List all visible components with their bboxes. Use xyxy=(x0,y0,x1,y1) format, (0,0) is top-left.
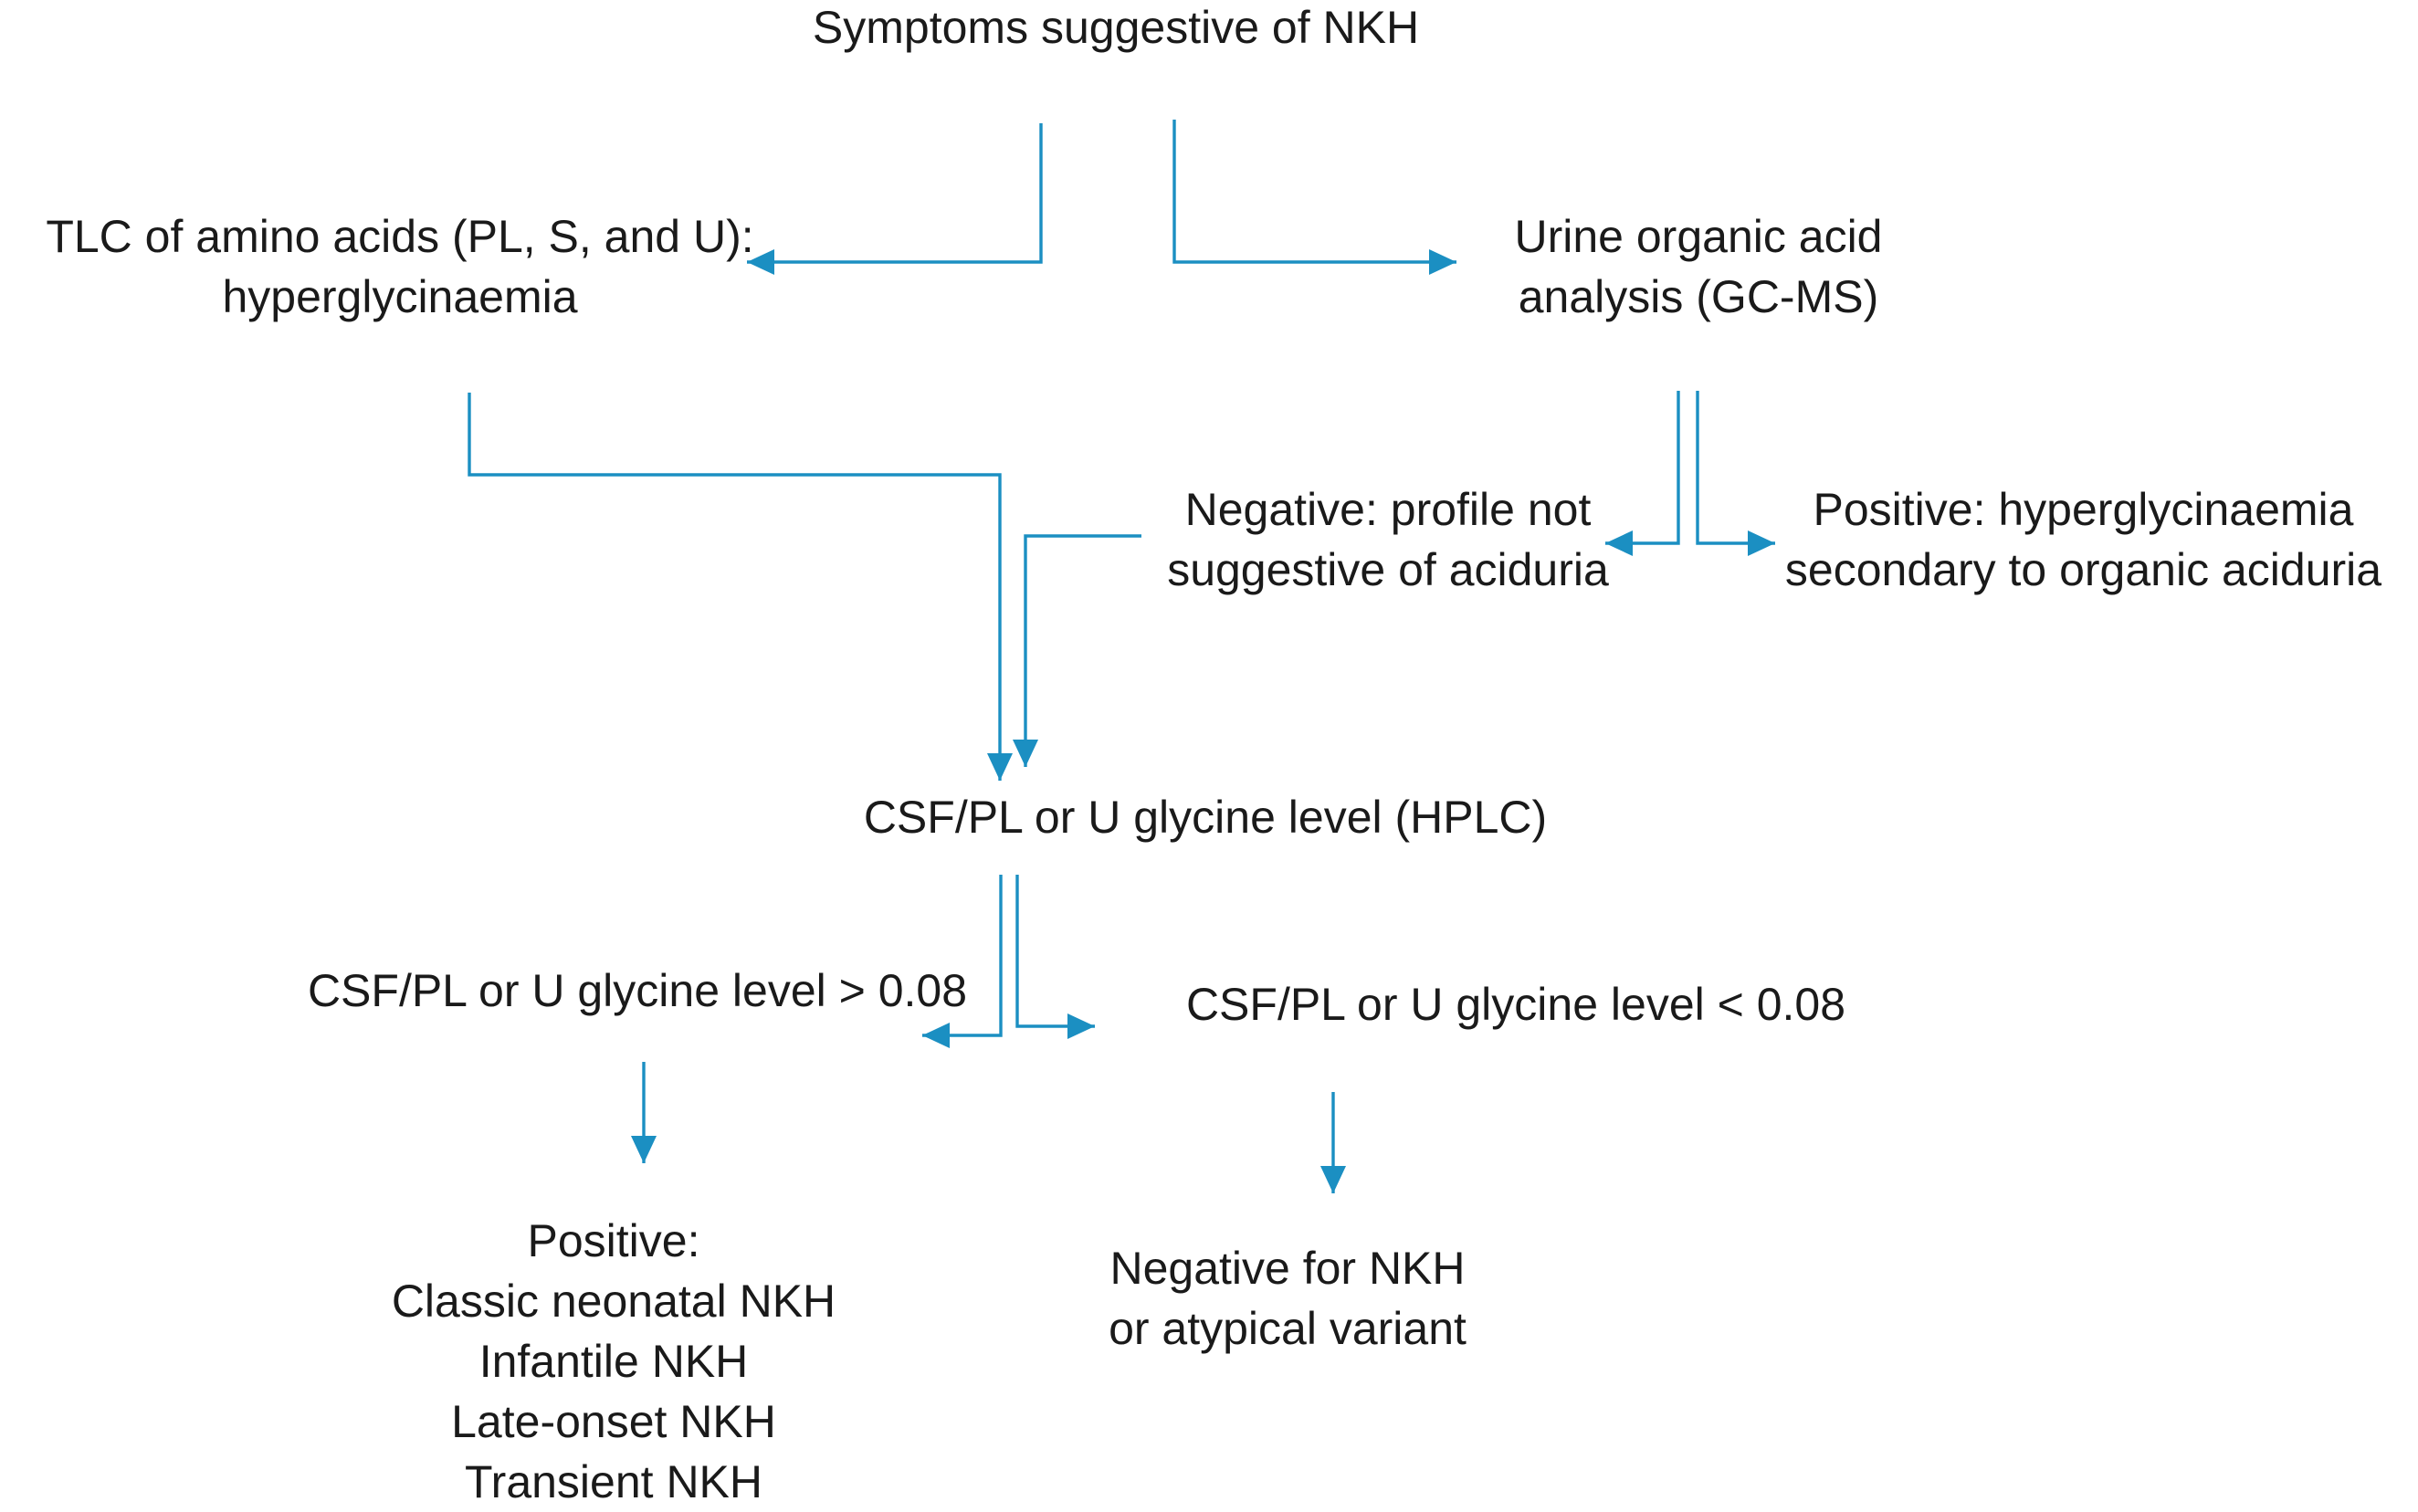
node-positive-types-line-5: Transient NKH xyxy=(464,1456,763,1507)
node-level-above-threshold: CSF/PL or U glycine level > 0.08 xyxy=(236,961,1039,1021)
node-positive-types-line-3: Infantile NKH xyxy=(478,1336,749,1387)
node-negative-profile-line-2: suggestive of aciduria xyxy=(1167,544,1609,595)
node-positive-secondary-line-1: Positive: hyperglycinaemia xyxy=(1813,484,2354,535)
node-tlc-line-2: hyperglycinaemia xyxy=(222,271,578,322)
node-positive-types-line-2: Classic neonatal NKH xyxy=(391,1276,836,1327)
node-positive-types-line-1: Positive: xyxy=(527,1215,700,1266)
arrow-symptoms-to-urine xyxy=(1172,120,1456,264)
node-symptoms-line-1: Symptoms suggestive of NKH xyxy=(812,2,1420,53)
arrow-tlc-to-csf-level xyxy=(468,393,1002,781)
node-positive-secondary: Positive: hyperglycinaemia secondary to … xyxy=(1749,479,2418,600)
arrow-negative-profile-to-csf xyxy=(1024,534,1141,767)
node-level-high-line-1: CSF/PL or U glycine level > 0.08 xyxy=(307,965,968,1016)
node-negative-nkh-line-1: Negative for NKH xyxy=(1109,1243,1466,1294)
arrow-level-high-to-positive-head xyxy=(631,1136,657,1163)
node-urine-line-2: analysis (GC-MS) xyxy=(1518,271,1879,322)
node-urine-organic-acid: Urine organic acid analysis (GC-MS) xyxy=(1434,206,1963,327)
node-negative-nkh-line-2: or atypical variant xyxy=(1109,1303,1467,1354)
node-level-low-line-1: CSF/PL or U glycine level < 0.08 xyxy=(1185,979,1846,1030)
arrow-negative-profile-to-csf-head xyxy=(1013,740,1038,767)
arrow-symptoms-to-tlc-head xyxy=(747,249,774,275)
node-positive-nkh-types: Positive: Classic neonatal NKH Infantile… xyxy=(340,1211,888,1512)
node-negative-profile-line-1: Negative: profile not xyxy=(1184,484,1592,535)
arrow-csf-to-level-low-head xyxy=(1067,1013,1095,1039)
arrow-symptoms-to-tlc xyxy=(747,123,1043,264)
node-level-below-threshold: CSF/PL or U glycine level < 0.08 xyxy=(1114,974,1918,1034)
node-positive-types-line-4: Late-onset NKH xyxy=(451,1396,776,1447)
node-tlc-amino-acids: TLC of amino acids (PL, S, and U): hyper… xyxy=(0,206,800,327)
arrow-urine-to-negative-profile-head xyxy=(1605,530,1633,556)
arrow-csf-to-level-high-head xyxy=(922,1023,950,1048)
node-tlc-line-1: TLC of amino acids (PL, S, and U): xyxy=(46,211,754,262)
arrow-tlc-to-csf-level-head xyxy=(987,753,1013,781)
node-csf-level-line-1: CSF/PL or U glycine level (HPLC) xyxy=(863,792,1548,843)
node-negative-for-nkh: Negative for NKH or atypical variant xyxy=(1014,1238,1561,1359)
arrow-urine-to-positive-secondary-head xyxy=(1748,530,1775,556)
node-csf-glycine-level: CSF/PL or U glycine level (HPLC) xyxy=(694,787,1717,847)
arrow-symptoms-to-urine-head xyxy=(1429,249,1456,275)
node-urine-line-1: Urine organic acid xyxy=(1514,211,1883,262)
node-symptoms: Symptoms suggestive of NKH xyxy=(659,0,1572,58)
node-negative-profile: Negative: profile not suggestive of acid… xyxy=(1123,479,1653,600)
node-positive-secondary-line-2: secondary to organic aciduria xyxy=(1784,544,2382,595)
arrow-level-low-to-negative-head xyxy=(1320,1166,1346,1193)
